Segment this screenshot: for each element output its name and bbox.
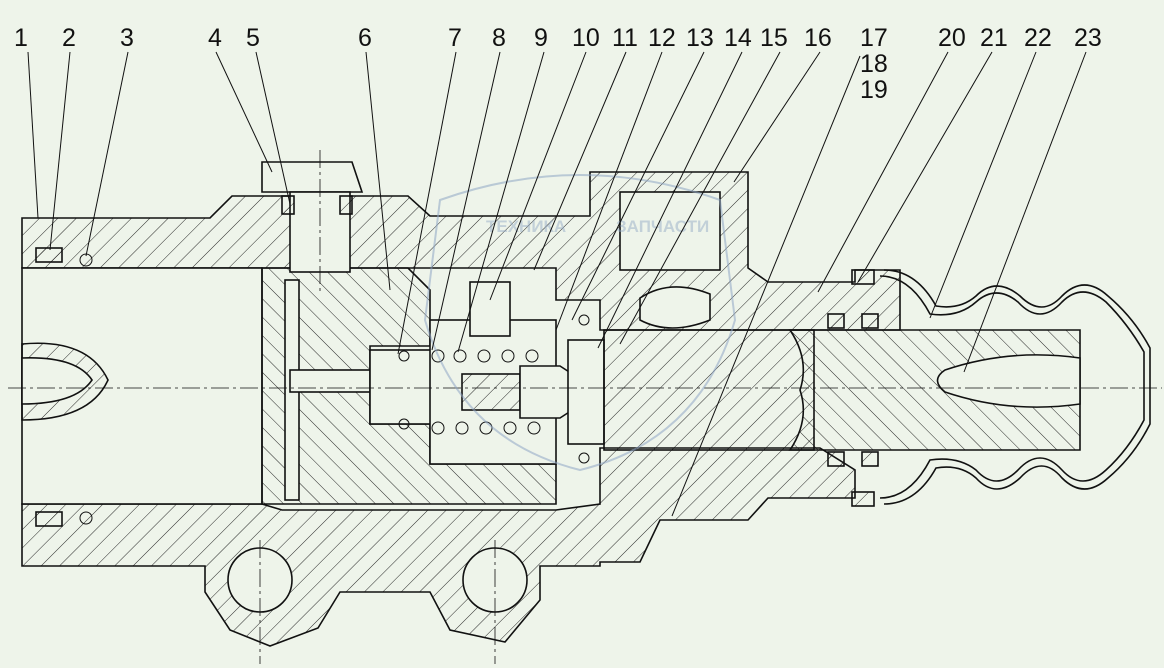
callout-numbers: 1 2 3 4 5 6 7 8 9 10 11 12 13 14 15 16 1… — [14, 24, 1102, 104]
callout-5: 5 — [246, 24, 260, 52]
callout-16: 16 — [804, 24, 832, 52]
valve-assembly — [369, 281, 815, 465]
left-bore — [21, 247, 263, 527]
callout-15: 15 — [760, 24, 788, 52]
housing-lower — [21, 447, 856, 664]
callout-22: 22 — [1024, 24, 1052, 52]
callout-2: 2 — [62, 24, 76, 52]
callout-17: 17 — [860, 24, 888, 52]
watermark-right-text: ЗАПЧАСТИ — [616, 217, 709, 236]
callout-6: 6 — [358, 24, 372, 52]
watermark-left-text: ТЕХНИКА — [486, 217, 566, 236]
callout-12: 12 — [648, 24, 676, 52]
callout-20: 20 — [938, 24, 966, 52]
leader-lines — [27, 51, 1087, 517]
callout-14: 14 — [724, 24, 752, 52]
top-port — [619, 191, 721, 329]
callout-18: 18 — [860, 50, 888, 78]
rubber-boot — [851, 269, 1151, 507]
callout-4: 4 — [208, 24, 222, 52]
callout-21: 21 — [980, 24, 1008, 52]
push-rod — [788, 313, 1081, 467]
watermark: ТЕХНИКА ЗАПЧАСТИ — [423, 174, 737, 472]
spring-coils — [431, 349, 541, 435]
callout-3: 3 — [120, 24, 134, 52]
callout-19: 19 — [860, 76, 888, 104]
callout-10: 10 — [572, 24, 600, 52]
piston — [261, 267, 557, 505]
callout-9: 9 — [534, 24, 548, 52]
callout-23: 23 — [1074, 24, 1102, 52]
callout-1: 1 — [14, 24, 28, 52]
callout-8: 8 — [492, 24, 506, 52]
callout-7: 7 — [448, 24, 462, 52]
bleed-fitting — [261, 150, 364, 292]
callout-11: 11 — [612, 24, 638, 52]
callout-13: 13 — [686, 24, 714, 52]
